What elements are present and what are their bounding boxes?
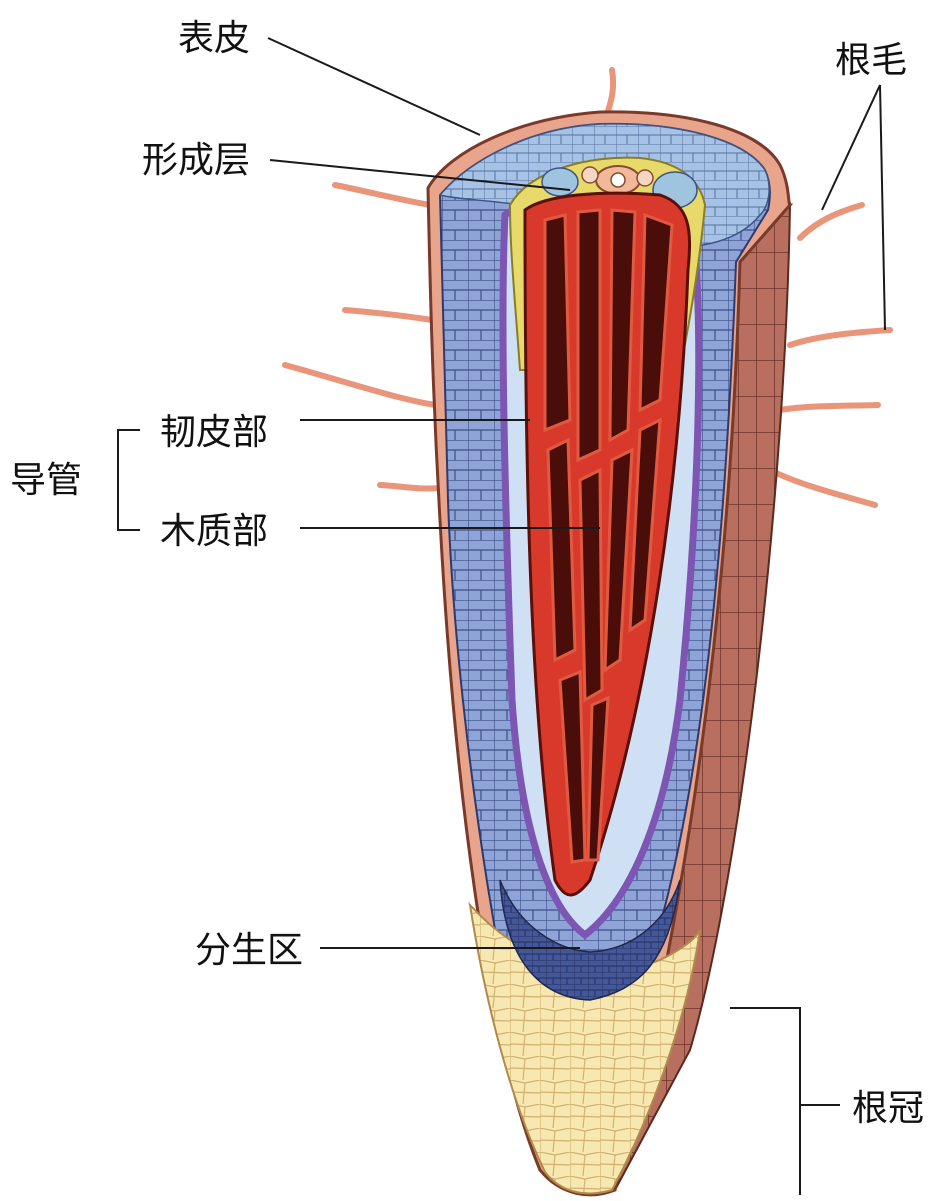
svg-text:韧皮部: 韧皮部 (160, 412, 268, 453)
svg-text:根冠: 根冠 (852, 1088, 924, 1129)
svg-text:形成层: 形成层 (142, 140, 250, 181)
vessel-1 (545, 215, 570, 430)
vessel-2 (578, 210, 600, 460)
root-hair-left-2 (345, 310, 432, 320)
root-hair-left-4 (380, 485, 440, 489)
root-hair-right-1 (800, 205, 862, 238)
vessel-6 (580, 470, 602, 700)
label-root-hair: 根毛 (822, 40, 907, 330)
label-epidermis: 表皮 (178, 18, 480, 135)
label-root-cap: 根冠 (730, 1008, 924, 1195)
root-hair-right-3 (780, 405, 878, 410)
svg-text:分生区: 分生区 (195, 930, 303, 971)
root-hair-left-3 (285, 365, 436, 405)
root-hair-right-2 (790, 330, 890, 345)
root-hair-right-4 (770, 470, 875, 505)
svg-text:导管: 导管 (10, 460, 82, 501)
label-vessel-group: 导管 (10, 430, 140, 530)
svg-text:木质部: 木质部 (160, 511, 268, 552)
svg-text:表皮: 表皮 (178, 18, 250, 59)
svg-text:根毛: 根毛 (835, 40, 907, 81)
root-hair-left-1 (335, 185, 430, 205)
